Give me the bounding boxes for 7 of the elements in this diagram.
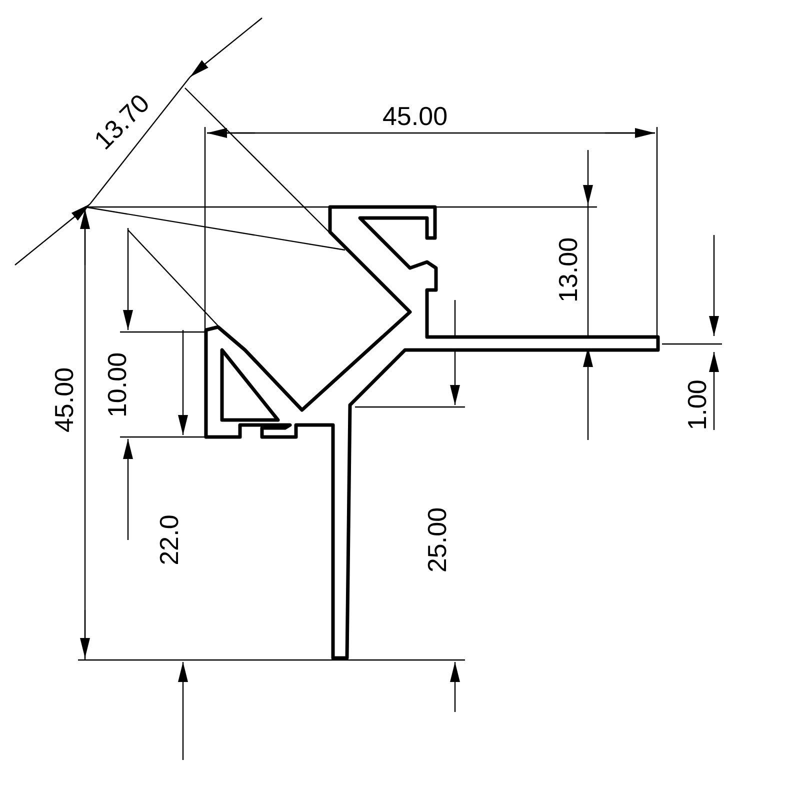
dimension-value: 10.00 [102, 352, 132, 418]
dimension-value: 13.00 [553, 237, 583, 303]
dimension-value: 45.00 [49, 367, 79, 433]
dimension-value: 1.00 [682, 380, 712, 430]
dimension-value: 25.00 [422, 507, 452, 573]
dimension-value: 45.00 [382, 101, 448, 131]
dimension-value: 22.0 [154, 514, 184, 566]
